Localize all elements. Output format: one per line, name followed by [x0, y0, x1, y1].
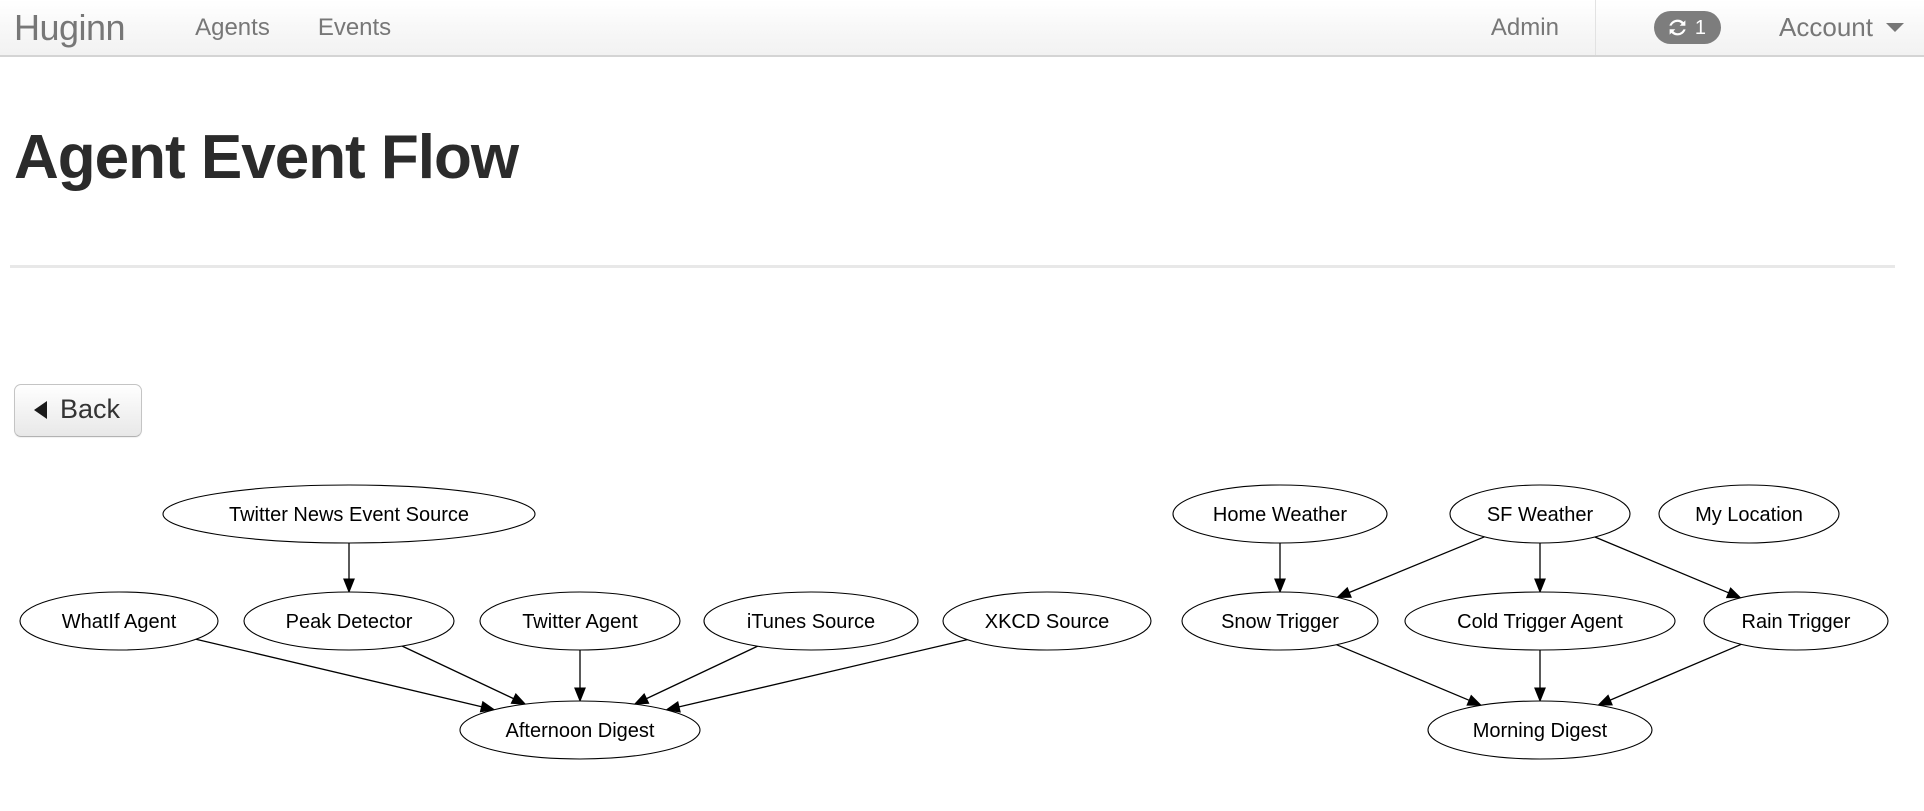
chevron-left-icon [34, 400, 47, 419]
graph-node-peak-detector[interactable]: Peak Detector [243, 591, 455, 651]
node-label: My Location [1695, 504, 1803, 526]
graph-edge-arrowhead [1534, 687, 1546, 703]
page-container: Agent Event Flow Back Twitter News Event… [0, 57, 1924, 760]
node-shape [479, 591, 681, 651]
graph-node-twitter-agent[interactable]: Twitter Agent [479, 591, 681, 651]
graph-node-morning-digest[interactable]: Morning Digest [1427, 700, 1653, 760]
nav-link-admin[interactable]: Admin [1490, 13, 1559, 41]
node-label: Morning Digest [1473, 720, 1608, 742]
graph-edge [1609, 643, 1742, 701]
brand-logo[interactable]: Huginn [14, 6, 126, 48]
graph-node-home-weather[interactable]: Home Weather [1172, 484, 1388, 544]
graph-edges [195, 536, 1742, 713]
graph-edge-arrowhead [1335, 586, 1352, 599]
graph-node-itunes-source[interactable]: iTunes Source [703, 591, 919, 651]
node-label: Afternoon Digest [506, 720, 655, 742]
top-navbar: Huginn Agents Events Admin 1 Account [0, 0, 1924, 57]
graph-edge-arrowhead [510, 693, 527, 705]
node-shape [1404, 591, 1676, 651]
graph-node-whatif-agent[interactable]: WhatIf Agent [19, 591, 219, 651]
graph-node-twitter-news-event-source[interactable]: Twitter News Event Source [162, 484, 536, 544]
node-label: Twitter Agent [522, 611, 638, 633]
back-button-label: Back [60, 394, 121, 424]
graph-node-my-location[interactable]: My Location [1658, 484, 1840, 544]
graph-edge-arrowhead [1534, 578, 1546, 594]
node-shape [243, 591, 455, 651]
title-divider [10, 265, 1895, 268]
nav-spacer [415, 0, 1455, 55]
worker-status-wrap: 1 [1596, 0, 1779, 55]
chevron-down-icon [1886, 23, 1904, 32]
graph-edge-arrowhead [1466, 694, 1483, 706]
node-shape [942, 591, 1152, 651]
node-label: Twitter News Event Source [229, 504, 469, 526]
nav-link-events[interactable]: Events [317, 13, 392, 41]
node-shape [1658, 484, 1840, 544]
graph-edge [1594, 536, 1729, 594]
primary-nav: Agents Events [171, 0, 415, 55]
graph-node-snow-trigger[interactable]: Snow Trigger [1181, 591, 1379, 651]
graph-edge-arrowhead [1596, 694, 1613, 706]
node-shape [1703, 591, 1889, 651]
worker-count: 1 [1694, 16, 1707, 39]
graph-edge-arrowhead [574, 687, 586, 703]
graph-node-afternoon-digest[interactable]: Afternoon Digest [459, 700, 701, 760]
node-label: Rain Trigger [1742, 611, 1851, 633]
graph-edge-arrowhead [479, 700, 496, 713]
node-shape [1181, 591, 1379, 651]
node-label: WhatIf Agent [62, 611, 177, 633]
node-label: SF Weather [1487, 504, 1594, 526]
page-title: Agent Event Flow [14, 123, 519, 192]
worker-status-badge[interactable]: 1 [1653, 11, 1722, 44]
graph-edge [195, 638, 482, 708]
graph-node-xkcd-source[interactable]: XKCD Source [942, 591, 1152, 651]
node-label: Cold Trigger Agent [1457, 611, 1623, 633]
graph-edge [646, 645, 758, 700]
graph-edge [678, 638, 968, 708]
node-label: Snow Trigger [1221, 611, 1339, 633]
account-label: Account [1779, 12, 1873, 42]
graph-edge [401, 645, 514, 700]
graph-node-sf-weather[interactable]: SF Weather [1449, 484, 1631, 544]
graph-edge-arrowhead [664, 700, 681, 713]
secondary-nav: Admin 1 Account [1455, 0, 1924, 55]
node-label: iTunes Source [747, 611, 875, 633]
graph-edge-arrowhead [1274, 578, 1286, 594]
back-button[interactable]: Back [14, 384, 143, 437]
node-shape [1449, 484, 1631, 544]
node-shape [19, 591, 219, 651]
node-shape [703, 591, 919, 651]
nav-divider [1594, 0, 1596, 55]
graph-node-rain-trigger[interactable]: Rain Trigger [1703, 591, 1889, 651]
nav-link-agents[interactable]: Agents [195, 13, 270, 41]
node-label: XKCD Source [985, 611, 1110, 633]
node-label: Peak Detector [286, 611, 413, 633]
graph-edge-arrowhead [633, 693, 650, 705]
node-label: Home Weather [1213, 504, 1347, 526]
node-shape [162, 484, 536, 544]
graph-edge [1348, 536, 1485, 594]
graph-edge-arrowhead [343, 578, 355, 594]
node-shape [1172, 484, 1388, 544]
graph-node-cold-trigger-agent[interactable]: Cold Trigger Agent [1404, 591, 1676, 651]
account-menu[interactable]: Account [1779, 0, 1924, 55]
graph-edge [1336, 644, 1470, 701]
graph-edge-arrowhead [1725, 587, 1742, 599]
refresh-icon [1667, 17, 1688, 38]
